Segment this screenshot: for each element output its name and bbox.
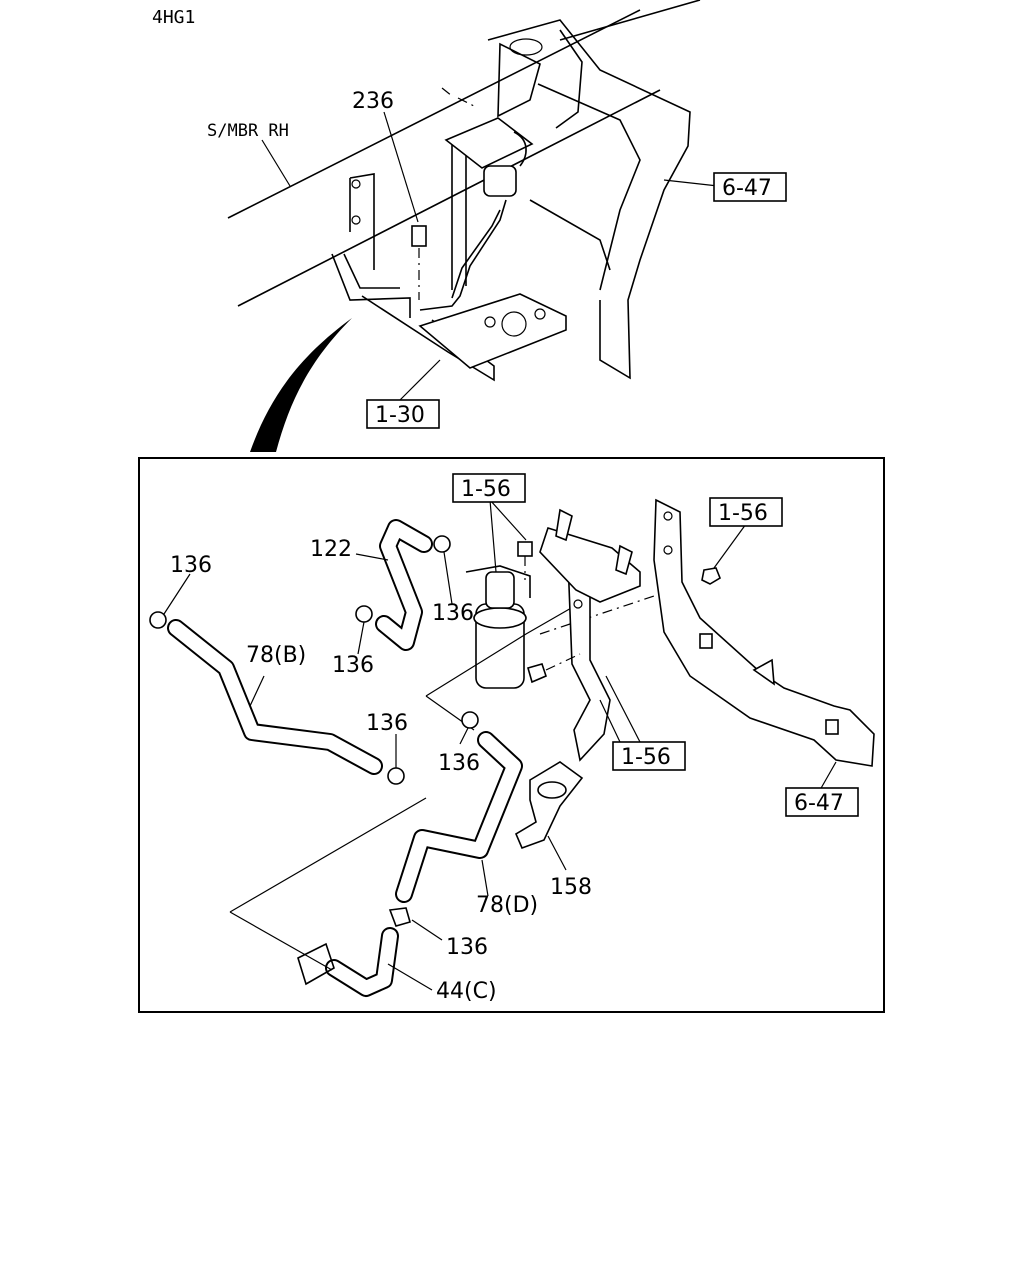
detail-frame: [138, 457, 885, 1013]
hose-78b-label: 78(B): [246, 643, 306, 668]
model-code: 4HG1: [152, 7, 195, 28]
detail-view: 1-56 1-56 1-56 6-47 122 78(B) 78(D) 44(C…: [138, 457, 885, 1013]
clamp-136-label: 136: [366, 711, 408, 736]
hose-78d-label: 78(D): [476, 893, 538, 918]
hose-122-label: 122: [310, 537, 352, 562]
top-view: S/MBR RH 236 6-47 1-30: [207, 0, 787, 429]
clamp-136-label: 136: [332, 653, 374, 678]
pipe-44c-label: 44(C): [436, 979, 497, 1004]
ref-6-47-top: 6-47: [722, 176, 772, 201]
ref-1-56-right: 1-56: [718, 501, 768, 526]
ref-1-56-bracket: 1-56: [621, 745, 671, 770]
ref-6-47-detail: 6-47: [794, 791, 844, 816]
clamp-136-label: 136: [446, 935, 488, 960]
ref-1-30: 1-30: [375, 403, 425, 428]
clamp-136-label: 136: [432, 601, 474, 626]
frame-member-label: S/MBR RH: [207, 121, 289, 141]
clamp-136-label: 136: [170, 553, 212, 578]
ref-1-56-top: 1-56: [461, 477, 511, 502]
bolt-236-label: 236: [352, 89, 394, 114]
clamp-136-label: 136: [438, 751, 480, 776]
detail-arrow: [250, 318, 352, 452]
clip-158-label: 158: [550, 875, 592, 900]
